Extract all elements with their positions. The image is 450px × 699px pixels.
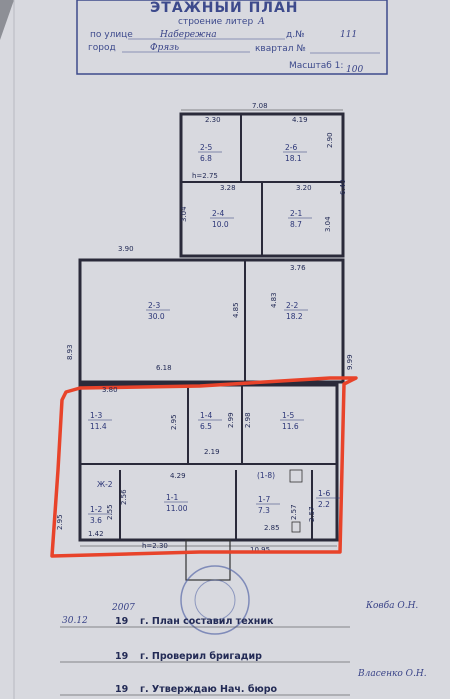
room-area: 11.4 — [90, 422, 107, 431]
sink-symbol — [291, 521, 301, 533]
room-width: 4.29 — [170, 472, 186, 480]
room-id: 2-1 — [290, 209, 302, 218]
room-id: 1-5 — [282, 411, 294, 420]
footer-line-1: г. План составил техник — [140, 616, 274, 627]
room-extra-dim: 4.85 — [232, 302, 240, 318]
room-area: 18.1 — [285, 154, 302, 163]
room-width: 2.30 — [205, 116, 221, 124]
plan-lower: 2.95 10.95 — [56, 383, 339, 581]
room-id: 1-4 — [200, 411, 212, 420]
room-width: 3.76 — [290, 264, 306, 272]
footer-year-label-2: 19 — [115, 651, 128, 662]
room-area: 3.6 — [90, 516, 102, 525]
dim-lower-width: 10.95 — [250, 546, 270, 554]
footer-line-2: г. Проверил бригадир — [140, 651, 262, 662]
stamp-scale-value: 100 — [346, 65, 363, 75]
plan-upper: 6.40 — [179, 112, 347, 258]
room-width: 4.19 — [292, 116, 308, 124]
red-highlight-outline — [50, 376, 358, 558]
dim-side: 2.56 — [120, 489, 128, 505]
room-id: 1-2 — [90, 505, 102, 514]
room-extra-dim: 2.57 — [308, 506, 316, 522]
room-area: 6.5 — [200, 422, 212, 431]
plan-middle: 3.90 8.93 9.99 — [66, 245, 354, 384]
room-extra-dim: 2.95 — [170, 414, 178, 430]
room-id: 1-1 — [166, 493, 178, 502]
room-extra-dim: 4.83 — [270, 292, 278, 308]
round-seal — [180, 565, 250, 635]
signature-1: Ковба О.Н. — [365, 600, 418, 611]
stamp-scale-label: Масштаб 1: — [289, 61, 343, 71]
room-extra-dim: 2.99 — [227, 412, 235, 428]
room-id: 2-3 — [148, 301, 160, 310]
header-stamp: ЭТАЖНЫЙ ПЛАН строение литер А по улице Н… — [76, 0, 388, 75]
room-width: 3.28 — [220, 184, 236, 192]
stamp-city-label: город — [88, 43, 116, 53]
room-area: 18.2 — [286, 312, 303, 321]
stamp-house-value: 111 — [340, 30, 357, 40]
room-id: 1-3 — [90, 411, 102, 420]
dim-right-height: 9.99 — [346, 354, 354, 370]
room-area: 30.0 — [148, 312, 165, 321]
dim-lower-left: 2.95 — [56, 514, 64, 530]
footer-year-label-3: 19 — [115, 684, 128, 695]
room-extra-dim: 2.90 — [326, 132, 334, 148]
room-id: 2-4 — [212, 209, 224, 218]
stamp-street-value: Набережна — [159, 29, 217, 40]
room-width: 3.20 — [296, 184, 312, 192]
dim-left-height: 8.93 — [66, 344, 74, 360]
room-extra-dim: h=2.75 — [192, 172, 218, 180]
room-area: 10.0 — [212, 220, 229, 229]
room-width: 2.19 — [204, 448, 220, 456]
room-area: 11.00 — [166, 504, 188, 513]
stamp-building-value: А — [257, 17, 265, 27]
room-extra-dim: 3.04 — [324, 216, 332, 232]
stamp-block-label: квартал № — [255, 44, 306, 54]
room-labels: 2-5 6.8 2.30 h=2.75 2-6 18.1 4.19 2.90 2-4 10.0 3.… — [88, 116, 340, 550]
misc-room-label: (1-8) — [257, 471, 275, 480]
room-extra-dim: h=2.30 — [142, 542, 168, 550]
round-seal-inner — [194, 579, 236, 621]
room-area: 7.3 — [258, 506, 270, 515]
signature-3: Власенко О.Н. — [357, 669, 427, 679]
room-extra-dim: 2.57 — [290, 504, 298, 520]
room-extra-dim: 2.55 — [106, 504, 114, 520]
entrance-porch — [185, 539, 231, 581]
middle-outer-wall — [78, 258, 345, 384]
footer-date: 30.12 — [62, 616, 88, 626]
stamp-border — [76, 0, 388, 75]
dim-upper-right: 6.40 — [339, 179, 347, 195]
room-area: 6.8 — [200, 154, 212, 163]
footer-line-3: г. Утверждаю Нач. бюро — [140, 684, 278, 695]
room-id: 1-6 — [318, 489, 330, 498]
stamp-building-label: строение литер — [178, 17, 253, 27]
room-id: 2-6 — [285, 143, 297, 152]
signature-block: 30.12 2007 19 г. План составил техник Ко… — [60, 600, 427, 696]
footer-year-label-1: 19 — [115, 616, 128, 627]
room-width: 2.85 — [264, 524, 280, 532]
dim-mid-width: 3.90 — [118, 245, 134, 253]
room-id: 2-2 — [286, 301, 298, 310]
room-area: 2.2 — [318, 500, 330, 509]
room-id: 1-7 — [258, 495, 270, 504]
room-extra-dim: 2.98 — [244, 412, 252, 428]
stamp-house-label: д.№ — [286, 30, 304, 40]
footer-year: 2007 — [111, 603, 135, 613]
dim-top-width: 7.08 — [252, 102, 268, 110]
room-width: 3.80 — [102, 386, 118, 394]
stamp-city-value: Фрязь — [150, 43, 179, 53]
room-area: 11.6 — [282, 422, 299, 431]
room-width: 1.42 — [88, 530, 104, 538]
room-width: 6.18 — [156, 364, 172, 372]
room-extra-dim: 3.04 — [180, 206, 188, 222]
room-area: 8.7 — [290, 220, 302, 229]
stamp-title: ЭТАЖНЫЙ ПЛАН — [150, 0, 299, 16]
check-mark-label: Ж-2 — [97, 480, 113, 489]
stove-symbol — [289, 469, 303, 483]
stamp-street-label: по улице — [90, 30, 133, 40]
room-id: 2-5 — [200, 143, 212, 152]
